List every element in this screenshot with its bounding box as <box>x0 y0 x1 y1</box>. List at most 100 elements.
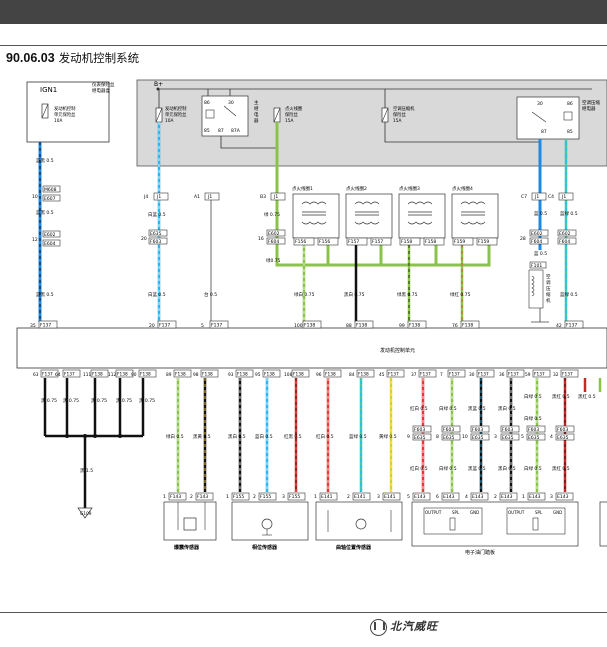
ecu-bottom-pin-number: 93 <box>228 372 234 378</box>
ecu-top-pin-number: 88 <box>346 323 352 329</box>
svg-text:OUTPUT: OUTPUT <box>508 510 525 515</box>
main-relay-label-3: 电 <box>254 111 259 118</box>
ecu-bottom-pin-connector: F138 <box>237 372 248 378</box>
svg-text:E143: E143 <box>501 494 513 500</box>
svg-text:白绿 0.5: 白绿 0.5 <box>524 465 542 472</box>
ecu-bottom-pin-number: 59 <box>525 372 531 378</box>
svg-text:黑蓝 0.5: 黑蓝 0.5 <box>468 405 486 412</box>
svg-text:黑蓝 0.5: 黑蓝 0.5 <box>468 465 486 472</box>
ignition-coil-2 <box>345 193 393 239</box>
svg-text:OUTPUT: OUTPUT <box>425 510 442 515</box>
svg-text:E602: E602 <box>559 231 571 237</box>
ign1-fuse-box <box>26 81 110 143</box>
ecu-bottom-pin-number: 95 <box>255 372 261 378</box>
svg-text:E635: E635 <box>502 435 514 441</box>
svg-text:台 0.5: 台 0.5 <box>204 291 217 298</box>
ac-relay-pin-85: 85 <box>567 129 573 135</box>
ecu-bottom-pin-number: 112 <box>108 372 116 378</box>
dash-fuse-box-label-1: 仪表保险丝 <box>92 81 115 88</box>
ecu-bottom-pin-number: 7 <box>440 372 443 378</box>
relay-pin-87a: 87A <box>231 128 241 134</box>
svg-text:F158: F158 <box>425 239 436 245</box>
ecu-top-pin-number: 42 <box>556 323 562 329</box>
ecu-bottom-pin-connector: F137 <box>478 372 489 378</box>
phase-sensor-label: 相位传感器 <box>252 544 278 551</box>
svg-text:J1: J1 <box>273 194 278 200</box>
svg-text:E143: E143 <box>529 494 541 500</box>
ac-fuse-label-2: 保险丝 <box>393 111 407 118</box>
ignition-coil-1-label: 点火线圈1 <box>292 185 313 192</box>
svg-text:F155: F155 <box>289 494 300 500</box>
ecu-bottom-pin-connector: F138 <box>175 372 186 378</box>
svg-text:6: 6 <box>436 494 439 500</box>
svg-text:3: 3 <box>494 434 497 440</box>
ign1-label: IGN1 <box>40 86 57 94</box>
svg-text:2: 2 <box>253 494 256 500</box>
ecu-bottom-pin-box <box>138 369 157 378</box>
svg-text:E143: E143 <box>472 494 484 500</box>
svg-text:蓝黑 0.5: 蓝黑 0.5 <box>36 209 54 216</box>
ground-harness: G109 黑 0.75 黑 0.75 黑 0.75 黑 0.75 黑 0.75 … <box>41 378 155 519</box>
ecu-top-pin-connector: F137 <box>211 323 222 329</box>
ecu-bottom-pin-box <box>291 369 310 378</box>
svg-text:J1: J1 <box>156 194 161 200</box>
ac-relay-label-2: 继电器 <box>582 105 596 112</box>
svg-text:E141: E141 <box>384 494 396 500</box>
ac-relay-pin-87: 87 <box>541 129 547 135</box>
svg-text:黑白 0.5: 黑白 0.5 <box>498 465 516 472</box>
ac-relay-pin-30: 30 <box>537 101 543 107</box>
svg-text:20: 20 <box>141 236 147 242</box>
svg-text:E635: E635 <box>528 435 540 441</box>
svg-text:SPL: SPL <box>452 510 460 515</box>
svg-text:E635: E635 <box>414 435 426 441</box>
ecu-bottom-pin-number: 63 <box>33 372 39 378</box>
ecu-bottom-pin-box <box>447 369 466 378</box>
ecu-bottom-pin-box <box>40 369 59 378</box>
svg-text:绿白 0.75: 绿白 0.75 <box>294 291 315 298</box>
ecu-bottom-pin-connector: F138 <box>264 372 275 378</box>
svg-text:J4: J4 <box>143 194 148 200</box>
svg-text:E607: E607 <box>44 196 56 202</box>
svg-text:5: 5 <box>521 434 524 440</box>
svg-text:F603: F603 <box>414 427 425 433</box>
ecu-top-pin-box <box>564 320 584 329</box>
header-rule <box>0 45 607 46</box>
svg-text:F603: F603 <box>557 427 568 433</box>
svg-text:8: 8 <box>436 434 439 440</box>
section-title: 发动机控制系统 <box>58 51 140 65</box>
svg-text:F158: F158 <box>401 239 412 245</box>
svg-text:黑黄 0.5: 黑黄 0.5 <box>193 433 211 440</box>
sensor-wires: 绿白 0.5 黑黄 0.5 黑白 0.5 蓝白 0.5 红黑 0.5 红白 0.… <box>166 378 397 492</box>
svg-text:4: 4 <box>550 434 553 440</box>
header-bar <box>0 0 607 24</box>
ecu-bottom-pin-number: 37 <box>411 372 417 378</box>
svg-text:F604: F604 <box>268 239 279 245</box>
svg-text:黑白 0.5: 黑白 0.5 <box>228 433 246 440</box>
ecu-bottom-pin-number: 96 <box>316 372 322 378</box>
ecu-bottom-pin-box <box>532 369 551 378</box>
upper-wire-labels: 蓝黑 0.5 蓝黑 0.5 蓝黑 0.5 白蓝 0.5 白蓝 0.5 台 0.5… <box>36 157 578 298</box>
svg-text:1: 1 <box>226 494 229 500</box>
ac-compressor-label-1: 空 <box>546 273 551 280</box>
svg-text:黑红 0.5: 黑红 0.5 <box>552 465 570 472</box>
svg-text:M608: M608 <box>44 187 57 193</box>
ecu-top-pin-number: 20 <box>149 323 155 329</box>
ignition-coils: 点火线圈1 点火线圈2 点火线圈3 点火线圈4 F156 F156 F157 F… <box>292 185 499 246</box>
ecu-bottom-pin-box <box>173 369 192 378</box>
ac-fuse-label-3: 15A <box>393 118 401 124</box>
throttle-pedal <box>411 501 579 547</box>
svg-text:蓝绿 0.5: 蓝绿 0.5 <box>560 291 578 298</box>
throttle-pedal-label: 电子油门踏板 <box>465 549 495 556</box>
relay-pin-87: 87 <box>218 128 224 134</box>
svg-text:F155: F155 <box>233 494 244 500</box>
svg-text:白绿 0.5: 白绿 0.5 <box>439 465 457 472</box>
ecu-bottom-pin-connector: F137 <box>388 372 399 378</box>
ecu-bottom-pin-number: 32 <box>553 372 559 378</box>
ecu-top-pin-connector: F138 <box>462 323 473 329</box>
brand-emblem-icon <box>370 618 387 636</box>
ecu-top-pin-box <box>460 320 480 329</box>
svg-text:E602: E602 <box>44 232 56 238</box>
ecu-bottom-pin-number: 98 <box>193 372 199 378</box>
svg-text:SPL: SPL <box>535 510 543 515</box>
ecu-bottom-pin-number: 108 <box>284 372 292 378</box>
